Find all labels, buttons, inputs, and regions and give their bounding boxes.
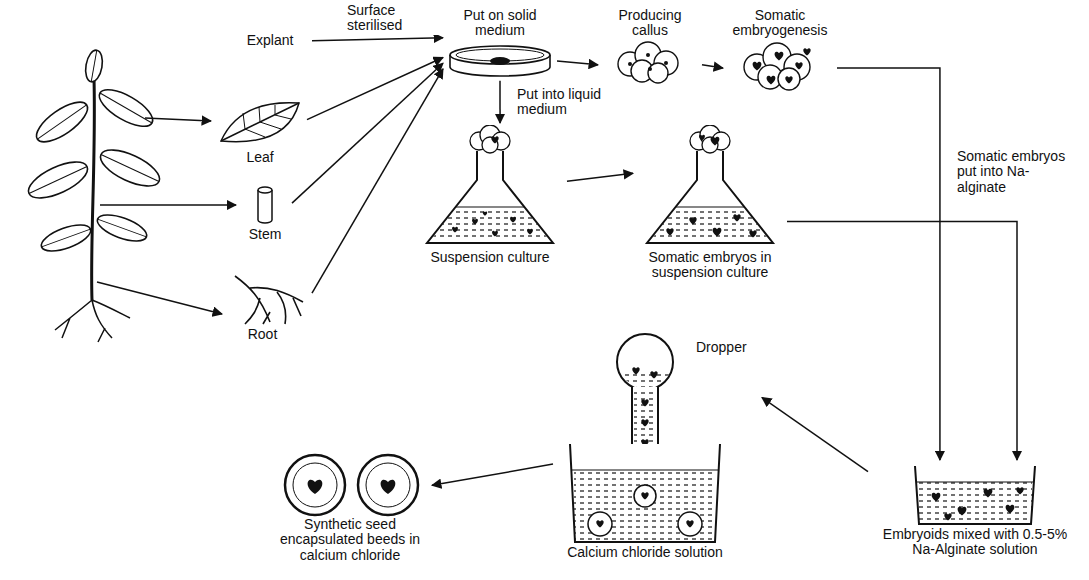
flow-arrow (567, 173, 633, 181)
node-caption: Synthetic seed encapsulated beeds in cal… (270, 517, 430, 563)
petri-dish: Put on solid medium (445, 8, 555, 79)
edge-label: Surface sterilised (345, 2, 439, 35)
node-caption: Calcium chloride solution (567, 545, 723, 560)
flow-arrow (312, 38, 443, 41)
flow-arrow (307, 58, 443, 120)
stem-explant-drawing (240, 182, 290, 227)
flow-arrow (787, 222, 1017, 460)
synthetic-seeds: Synthetic seed encapsulated beeds in cal… (270, 452, 430, 563)
node-caption: Stem (249, 227, 282, 242)
root-explant: Root (215, 272, 310, 342)
calcium-chloride-beaker: Calcium chloride solution (555, 440, 735, 560)
node-caption: Somatic embryogenesis (725, 8, 835, 39)
callus: Producing callus (600, 8, 700, 84)
node-caption: Embryoids mixed with 0.5-5% Na-Alginate … (870, 527, 1080, 558)
edge-label: Somatic embryos put into Na-alginate (955, 148, 1074, 196)
flow-arrow (499, 81, 501, 123)
edge-label: Put into liquid medium (515, 86, 639, 119)
somatic-embryos: Somatic embryogenesis (725, 8, 835, 94)
explant-label: Explant (230, 33, 310, 48)
node-caption: Somatic embryos in suspension culture (635, 250, 785, 281)
flow-arrow (762, 398, 868, 472)
node-caption: Producing callus (600, 8, 700, 39)
alginate-beaker-drawing (870, 462, 1080, 527)
node-caption: Dropper (696, 340, 747, 355)
suspension-flask: Suspension culture (415, 125, 565, 265)
flow-arrow (432, 464, 553, 485)
leaf-explant: Leaf (215, 95, 305, 165)
flow-arrow (312, 69, 443, 293)
node-caption: Suspension culture (430, 250, 549, 265)
flow-arrow (702, 65, 723, 68)
petri-dish-drawing (445, 39, 555, 79)
root-explant-drawing (215, 272, 310, 327)
node-caption: Explant (247, 33, 294, 48)
suspension-flask-drawing (415, 125, 565, 250)
flow-arrow (292, 63, 443, 203)
stem-explant: Stem (240, 182, 290, 242)
somatic-embryos-drawing (725, 39, 835, 94)
embryo-flask-drawing (635, 125, 785, 250)
flow-arrow (557, 61, 598, 65)
node-caption: Root (248, 327, 278, 342)
callus-drawing (600, 39, 700, 84)
synthetic-seeds-drawing (270, 452, 430, 517)
leaf-explant-drawing (215, 95, 305, 150)
calcium-chloride-beaker-drawing (555, 440, 735, 545)
node-caption: Leaf (246, 150, 273, 165)
alginate-beaker: Embryoids mixed with 0.5-5% Na-Alginate … (870, 462, 1080, 558)
node-caption: Put on solid medium (445, 8, 555, 39)
flow-arrow (837, 68, 940, 460)
embryo-flask: Somatic embryos in suspension culture (635, 125, 785, 281)
